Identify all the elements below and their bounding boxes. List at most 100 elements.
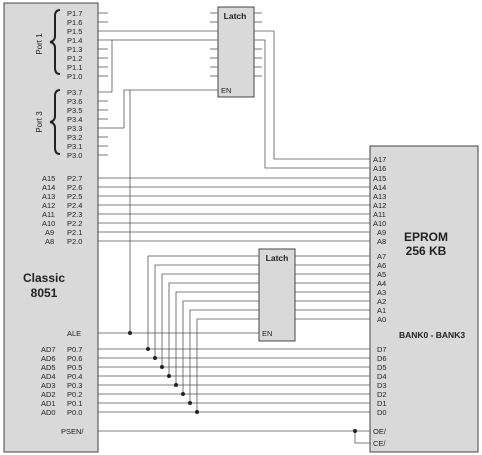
wire-p3-7 (98, 40, 113, 93)
wire-ad2-tap (182, 300, 259, 394)
junction-dot (160, 365, 164, 369)
p3-pin-label: P3.7 (67, 88, 82, 97)
p2-addr-label: A8 (45, 237, 54, 246)
p2-pin-label: P2.4 (67, 201, 82, 210)
eprom-data-label: D0 (377, 408, 387, 417)
p1-pin-label: P1.0 (67, 72, 82, 81)
port1-label: Port 1 (35, 33, 44, 55)
p0-data-label: AD4 (41, 372, 56, 381)
p3-pin-label: P3.3 (67, 124, 82, 133)
eprom-data-label: D7 (377, 345, 387, 354)
junction-dot (181, 392, 185, 396)
mcu-chip-box (3, 2, 99, 453)
port3-brace (49, 89, 61, 155)
junction-dot (167, 374, 171, 378)
eprom-high-addr-label: A12 (373, 201, 386, 210)
eprom-low-addr-label: A6 (377, 261, 386, 270)
p2-pin-label: P2.3 (67, 210, 82, 219)
p2-pin-label: P2.1 (67, 228, 82, 237)
p2-pin-label: P2.0 (67, 237, 82, 246)
eprom-low-addr-label: A2 (377, 297, 386, 306)
eprom-low-addr-label: A7 (377, 252, 386, 261)
p0-data-label: AD3 (41, 381, 56, 390)
junction-dot (128, 331, 132, 335)
p1-pin-label: P1.3 (67, 45, 82, 54)
p1-pin-label: P1.2 (67, 54, 82, 63)
p1-pin-label: P1.7 (67, 9, 82, 18)
junction-dot (153, 356, 157, 360)
eprom-data-label: D1 (377, 399, 387, 408)
eprom-title-line2: 256 KB (406, 244, 447, 258)
wire-a17 (254, 30, 370, 160)
eprom-high-addr-label: A13 (373, 192, 386, 201)
p0-data-label: AD7 (41, 345, 56, 354)
eprom-low-addr-label: A0 (377, 315, 386, 324)
port3-label: Port 3 (35, 111, 44, 133)
psen-pin-label: PSEN/ (61, 427, 84, 436)
p2-pin-label: P2.5 (67, 192, 82, 201)
p0-data-label: AD0 (41, 408, 56, 417)
p0-pin-label: P0.6 (67, 354, 82, 363)
p2-addr-label: A13 (42, 192, 55, 201)
junction-dot (146, 347, 150, 351)
eprom-data-label: D3 (377, 381, 387, 390)
eprom-oe-label: OE/ (373, 427, 387, 436)
p3-pin-label: P3.2 (67, 133, 82, 142)
p3-pin-label: P3.1 (67, 142, 82, 151)
eprom-high-addr-label: A11 (373, 210, 386, 219)
wire-ad7-tap (147, 255, 259, 349)
junction-dot (353, 429, 357, 433)
eprom-bank-label: BANK0 - BANK3 (399, 330, 465, 340)
p0-pin-label: P0.1 (67, 399, 82, 408)
mcu-title-line2: 8051 (31, 286, 58, 300)
wire-ad1-tap (189, 309, 259, 403)
eprom-low-addr-label: A5 (377, 270, 386, 279)
wire-layer (98, 12, 370, 444)
latch-bottom-en-label: EN (262, 329, 272, 338)
latch-top-title: Latch (224, 11, 247, 21)
p2-addr-label: A15 (42, 174, 55, 183)
p1-pin-label: P1.4 (67, 36, 82, 45)
eprom-chip-box (369, 145, 479, 453)
latch-top-box (217, 6, 255, 98)
p0-pin-label: P0.3 (67, 381, 82, 390)
p2-addr-label: A11 (42, 210, 55, 219)
eprom-data-label: D4 (377, 372, 387, 381)
p1-pin-label: P1.5 (67, 27, 82, 36)
eprom-low-addr-label: A4 (377, 279, 386, 288)
eprom-high-addr-label: A9 (377, 228, 386, 237)
p0-pin-label: P0.7 (67, 345, 82, 354)
eprom-ce-label: CE/ (373, 439, 386, 448)
p2-pin-label: P2.2 (67, 219, 82, 228)
latch-top-en-label: EN (221, 86, 231, 95)
latch-bottom-title: Latch (266, 253, 289, 263)
p2-addr-label: A12 (42, 201, 55, 210)
eprom-data-label: D5 (377, 363, 387, 372)
eprom-high-addr-label: A17 (373, 155, 386, 164)
eprom-high-addr-label: A16 (373, 164, 386, 173)
p0-pin-label: P0.4 (67, 372, 82, 381)
junction-dot (188, 401, 192, 405)
p2-pin-label: P2.6 (67, 183, 82, 192)
p3-pin-label: P3.5 (67, 106, 82, 115)
eprom-low-addr-label: A1 (377, 306, 386, 315)
wire-ad0-tap (196, 318, 259, 412)
eprom-high-addr-label: A15 (373, 174, 386, 183)
p0-data-label: AD2 (41, 390, 56, 399)
p2-addr-label: A10 (42, 219, 55, 228)
p2-addr-label: A14 (42, 183, 55, 192)
p0-data-label: AD1 (41, 399, 56, 408)
p2-addr-label: A9 (45, 228, 54, 237)
p0-pin-label: P0.0 (67, 408, 82, 417)
p3-pin-label: P3.6 (67, 97, 82, 106)
p0-pin-label: P0.5 (67, 363, 82, 372)
wire-p3-3-en (98, 89, 218, 129)
eprom-high-addr-label: A14 (373, 183, 386, 192)
latch-bottom-box (258, 248, 296, 342)
wire-ce (354, 431, 370, 444)
mcu-title-line1: Classic (23, 271, 65, 285)
ale-pin-label: ALE (67, 329, 81, 338)
junction-dot (174, 383, 178, 387)
wire-ad4-tap (168, 282, 259, 376)
